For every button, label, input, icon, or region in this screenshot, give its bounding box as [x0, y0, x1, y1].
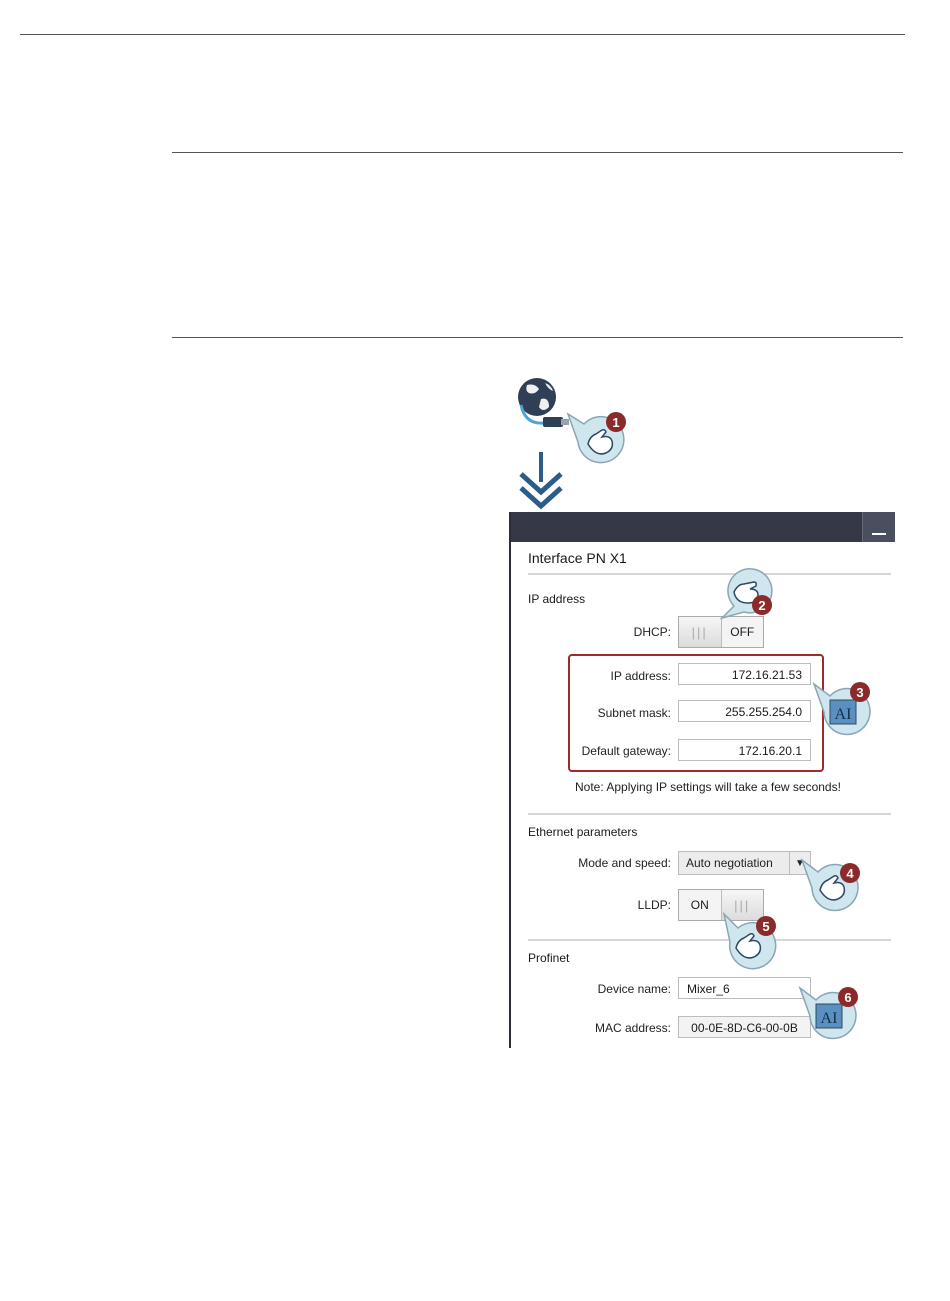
mode-speed-label: Mode and speed: [578, 856, 671, 870]
text-cursor-icon: AI [835, 706, 852, 723]
ip-settings-highlight [568, 654, 824, 772]
profinet-section-heading: Profinet [528, 951, 570, 965]
callout-5-number: 5 [762, 919, 769, 934]
section-rule-2 [172, 337, 903, 338]
dhcp-state: OFF [730, 625, 755, 639]
dropdown-arrow-icon[interactable]: ▼ [789, 852, 810, 874]
panel-titlebar [511, 512, 895, 542]
section-rule-1 [172, 152, 903, 153]
callout-3-number: 3 [856, 685, 863, 700]
mode-speed-dropdown[interactable]: Auto negotiation ▼ [678, 851, 811, 875]
toggle-knob: ||| [720, 890, 763, 920]
ethernet-section-heading: Ethernet parameters [528, 825, 638, 839]
text-cursor-icon: AI [821, 1010, 838, 1027]
callout-1-number: 1 [612, 415, 619, 430]
interface-panel: Interface PN X1 IP address DHCP: ||| OFF… [509, 512, 895, 1048]
callout-4-number: 4 [846, 866, 854, 881]
subnet-mask-label: Subnet mask: [597, 706, 671, 720]
minimize-button[interactable] [862, 512, 895, 542]
lldp-toggle[interactable]: ON ||| [678, 889, 764, 921]
device-name-field[interactable]: Mixer_6 [678, 977, 811, 999]
mac-address-field: 00-0E-8D-C6-00-0B [678, 1016, 811, 1038]
dhcp-toggle[interactable]: ||| OFF [678, 616, 764, 648]
subnet-mask-field[interactable]: 255.255.254.0 [678, 700, 811, 722]
lldp-state: ON [690, 898, 709, 912]
ip-settings-note: Note: Applying IP settings will take a f… [575, 780, 841, 794]
profinet-separator [528, 939, 891, 941]
dhcp-label: DHCP: [633, 625, 671, 639]
device-name-label: Device name: [597, 982, 671, 996]
mode-speed-value: Auto negotiation [686, 856, 773, 870]
mac-address-label: MAC address: [594, 1021, 671, 1035]
lldp-label: LLDP: [637, 898, 671, 912]
ip-address-label: IP address: [610, 669, 671, 683]
callout-2: 2 [719, 568, 773, 620]
ethernet-separator [528, 813, 891, 815]
callout-6: AI 6 [798, 985, 858, 1040]
callout-2-number: 2 [758, 598, 765, 613]
panel-title: Interface PN X1 [528, 550, 627, 566]
callout-6-number: 6 [844, 990, 851, 1005]
ip-section-heading: IP address [528, 592, 586, 606]
default-gateway-field[interactable]: 172.16.20.1 [678, 739, 811, 761]
double-chevron-down-icon [519, 452, 563, 510]
default-gateway-label: Default gateway: [581, 744, 671, 758]
network-globe-icon[interactable] [515, 375, 575, 435]
callout-3: AI 3 [812, 681, 871, 736]
callout-1: 1 [566, 412, 626, 464]
callout-4: 4 [800, 857, 860, 912]
callout-5: 5 [722, 912, 777, 970]
toggle-knob: ||| [679, 617, 722, 647]
title-separator [528, 573, 891, 575]
page-top-rule [20, 34, 905, 35]
ip-address-field[interactable]: 172.16.21.53 [678, 663, 811, 685]
